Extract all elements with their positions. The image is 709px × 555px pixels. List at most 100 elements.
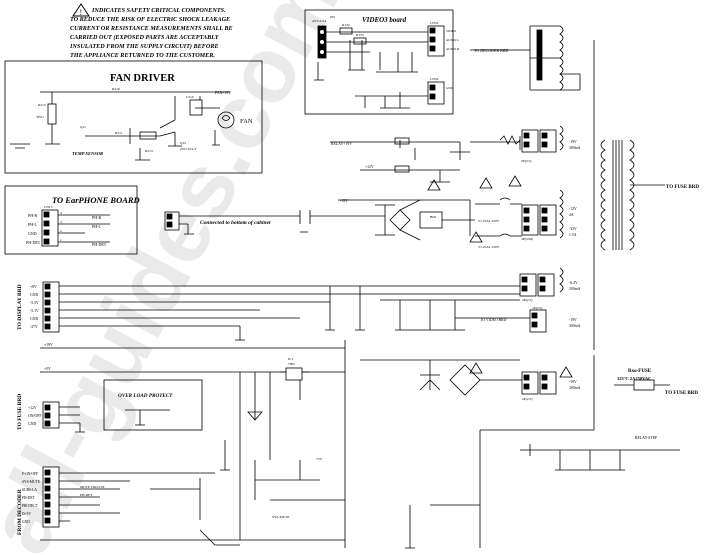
video3-box <box>304 9 454 115</box>
pin-label: SYS-MUTE <box>22 480 41 484</box>
warning-icon <box>559 366 573 378</box>
fan-driver-box <box>4 60 263 174</box>
to-decoder-label: TO DECODER BRD <box>474 48 508 53</box>
pin-label: AUDIO R <box>446 47 460 51</box>
output-current: 1.5A <box>569 233 577 237</box>
part-label: R210 <box>112 87 120 91</box>
pin-number: 3 <box>60 220 62 224</box>
from-decoder-label: FROM DECODER <box>17 488 23 535</box>
output-current: 300mA <box>569 324 581 328</box>
output-voltage: -6.2V <box>569 281 578 285</box>
rail-label: +19V <box>44 343 53 347</box>
video3-title: VIDEO3 board <box>362 16 407 24</box>
pin-label: +8V <box>30 285 37 289</box>
pin-label: P-ON/OFF <box>22 472 38 476</box>
net-label: +5V <box>316 457 323 461</box>
to-video-label: TO VIDEO BRD <box>480 318 507 322</box>
rail-label: +12V <box>365 165 374 169</box>
svg-text:TO FUSE BRD: TO FUSE BRD <box>17 394 23 430</box>
part-label: Q12 <box>180 141 186 145</box>
net-label: PH-DET <box>80 493 93 497</box>
pin-label: PH-DET <box>26 240 41 245</box>
earphone-title: TO EarPHONE BOARD <box>52 195 140 205</box>
warning-icon <box>72 3 90 17</box>
net-label: PH-L <box>92 224 101 229</box>
svg-text:TO DISPLAY BRD: TO DISPLAY BRD <box>17 284 23 330</box>
part-label: IC1 <box>288 357 294 361</box>
pin-label: -5.3V <box>30 301 39 305</box>
pin-label: GND <box>22 520 30 524</box>
svg-text:INSULATED FROM THE SUPPLY CIRC: INSULATED FROM THE SUPPLY CIRCUIT) BEFOR… <box>69 43 219 50</box>
to-fuse-label: TO FUSE BRD <box>666 185 699 190</box>
pin-label: GND <box>30 293 38 297</box>
output-current: 200mA <box>569 287 581 291</box>
pin-label: -5.1V <box>30 309 39 313</box>
svg-text:!: ! <box>80 8 83 17</box>
pin-label: PROTECT <box>22 504 39 508</box>
net-label: PH-R <box>92 215 101 220</box>
part-label: BD1 <box>430 215 437 219</box>
warning-icon <box>508 175 522 187</box>
to-display-label: TO DISPLAY BRD <box>17 284 23 330</box>
pin-label: +12V <box>28 406 37 410</box>
pin-label: PH-L <box>28 222 37 227</box>
part-label: CN31 <box>430 21 439 25</box>
warning-text: INDICATES SAFETY CRITICAL COMPONENTS. TO… <box>69 7 233 59</box>
svg-text:CARRIED OUT (EXPOSED PARTS ARE: CARRIED OUT (EXPOSED PARTS ARE ACCEPTABL… <box>70 34 220 41</box>
output-voltage: -19V <box>569 380 577 384</box>
part-label: Q11 <box>80 125 86 129</box>
output-current: 200mA <box>569 386 581 390</box>
fuse-label: T1.25AL 250V <box>478 245 500 249</box>
warning-icon <box>427 179 441 191</box>
part-label: AV3.4.4.4 <box>312 19 326 23</box>
relay-net: RELAY+19V <box>331 142 352 146</box>
net-label: SYS-MUTE <box>272 515 290 519</box>
pin-label: SUBS-LA <box>22 488 37 492</box>
pin-label: GND <box>30 317 38 321</box>
output-current: 300mA <box>569 146 581 150</box>
part-label: C210 <box>186 95 194 99</box>
to-fuse-label-left: TO FUSE BRD <box>17 394 23 430</box>
rxo-rating: 125°C 2A250VAC <box>617 376 651 381</box>
pin-label: AUDIO L <box>446 38 459 42</box>
pin-label: PH-DET <box>22 496 36 500</box>
warning-icon <box>469 231 483 243</box>
connector-label: 2P(2.5) <box>522 397 533 401</box>
rxo-fuse-label: Rxo-FUSE <box>628 369 652 374</box>
cabinet-note: Connected to bottom of cabinet <box>200 220 271 226</box>
to-fuse-label: TO FUSE BRD <box>665 391 698 396</box>
relay-step-label: RELAY-STEP <box>635 436 657 440</box>
fan-label: FAN <box>240 118 253 125</box>
part-label: R213 <box>145 149 153 153</box>
svg-text:CURRENT OR RESISTANCE MEASUREM: CURRENT OR RESISTANCE MEASUREMENTS SHALL… <box>70 25 233 32</box>
pin-number: 2 <box>60 229 62 233</box>
part-label: CN32 <box>430 77 439 81</box>
svg-text:INDICATES SAFETY CRITICAL COMP: INDICATES SAFETY CRITICAL COMPONENTS. <box>91 7 226 14</box>
output-voltage: -19V <box>569 140 577 144</box>
fuse-label: T1.25AL 250V <box>478 219 500 223</box>
temp-sensor-label: TEMP SENSOR <box>72 151 103 156</box>
pin-label: VIDEO <box>446 29 457 33</box>
overload-protect-title: OVER LOAD PROTECT <box>118 393 173 399</box>
pin-label: D+5V <box>22 512 31 516</box>
pin-number: 4 <box>60 211 62 215</box>
pin-label: GND <box>446 86 454 90</box>
connector-label: 2P(2.5) <box>532 306 543 310</box>
pin-label: PH-R <box>28 213 37 218</box>
svg-text:THE APPLIANCE RETURNED TO THE: THE APPLIANCE RETURNED TO THE CUSTOMER. <box>70 52 215 59</box>
earphone-box <box>4 185 138 255</box>
connector-label: CN15 <box>44 205 53 209</box>
rail-label: +5V <box>44 367 51 371</box>
net-label: MUTE CIRCUIT <box>80 485 106 489</box>
fan-driver-title: FAN DRIVER <box>110 73 175 84</box>
net-label: PH-DET <box>92 242 107 247</box>
pin-label: GND <box>28 422 36 426</box>
fan-supply-label: FAN+19V <box>215 91 231 95</box>
connector-label: 2P(2.5) <box>522 298 533 302</box>
part-label: TH11 <box>36 115 44 119</box>
pin-label: ON/OFF <box>28 414 42 418</box>
warning-icon <box>469 362 483 374</box>
output-voltage: -33V <box>569 227 577 231</box>
output-voltage: -19V <box>569 318 577 322</box>
